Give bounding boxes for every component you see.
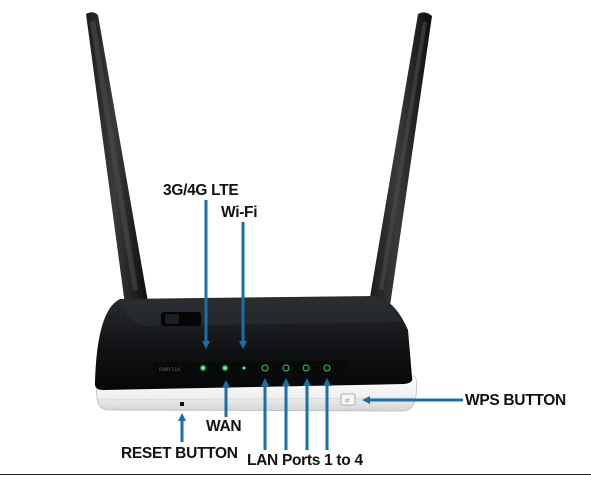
lte-led-icon [199,364,207,372]
svg-text:⇄: ⇄ [345,398,349,404]
label-reset-button: RESET BUTTON [121,445,238,462]
right-antenna [369,12,432,307]
router-body [94,296,413,390]
label-3g-4g-lte: 3G/4G LTE [163,182,239,199]
panel-model-text: DWR-116 [159,367,180,373]
label-wifi: Wi-Fi [221,204,258,221]
lan2-led-icon [282,364,290,372]
left-antenna [86,12,148,305]
label-wps-button: WPS BUTTON [465,392,566,409]
label-wan: WAN [206,418,242,435]
lan3-led-icon [302,364,310,372]
lan4-led-icon [323,364,331,372]
callout-arrows [178,200,463,450]
label-lan-ports: LAN Ports 1 to 4 [247,452,363,469]
led-row: DWR-116 [159,364,331,373]
reset-button-hole [180,402,184,406]
lan1-led-icon [261,364,269,372]
wifi-led-icon [241,365,247,371]
wps-button: ⇄ [340,393,356,406]
bottom-divider [0,474,591,475]
wan-led-icon [221,364,229,372]
